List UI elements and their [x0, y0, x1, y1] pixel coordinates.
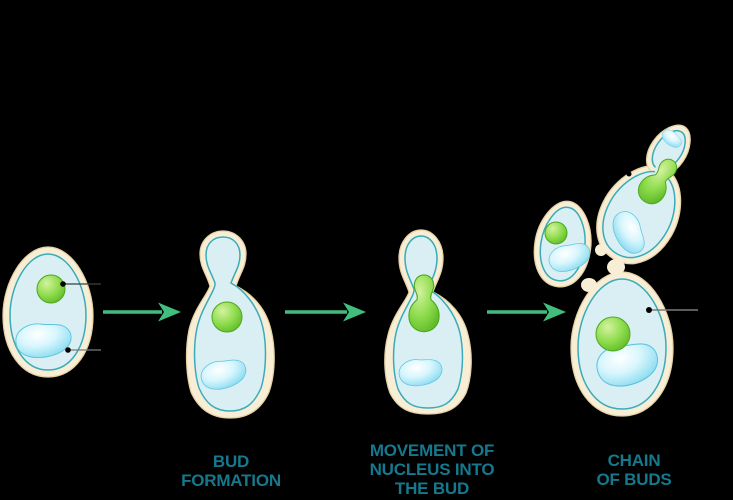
- nucleus-pointer-dot: [60, 281, 66, 287]
- cell-pointer-dot: [646, 307, 652, 313]
- label-line: THE BUD: [394, 479, 470, 498]
- nucleus: [595, 316, 631, 352]
- stage-label-chain-of-buds: CHAIN OF BUDS: [569, 451, 699, 489]
- nucleus: [211, 301, 243, 333]
- cell-junction: [581, 278, 597, 292]
- vacuole-pointer-dot: [65, 347, 71, 353]
- wall-pointer-dot: [626, 171, 632, 177]
- cell-junction: [595, 244, 607, 256]
- nucleus: [36, 274, 66, 304]
- arrow-head-icon: [543, 302, 566, 322]
- stage-label-bud-formation: BUD FORMATION: [156, 452, 306, 490]
- stage-bud-formation: [185, 230, 275, 419]
- label-line: FORMATION: [181, 471, 281, 490]
- label-line: NUCLEUS INTO: [369, 460, 495, 479]
- stage-label-nucleus-movement: MOVEMENT OF NUCLEUS INTO THE BUD: [352, 441, 512, 498]
- arrow-2: [285, 302, 366, 322]
- label-line: MOVEMENT OF: [369, 441, 495, 460]
- nucleus: [544, 221, 568, 245]
- arrow-1: [103, 302, 181, 322]
- arrow-head-icon: [158, 302, 181, 322]
- label-line: OF BUDS: [596, 470, 672, 489]
- cell-junction: [607, 259, 625, 275]
- arrow-3: [487, 302, 566, 322]
- stage-nucleus-movement: [384, 229, 472, 415]
- stage-yeast-cell: [2, 246, 101, 378]
- label-line: CHAIN: [607, 451, 661, 470]
- arrow-head-icon: [343, 302, 366, 322]
- stage-chain-of-buds: [533, 124, 698, 417]
- label-line: BUD: [212, 452, 250, 471]
